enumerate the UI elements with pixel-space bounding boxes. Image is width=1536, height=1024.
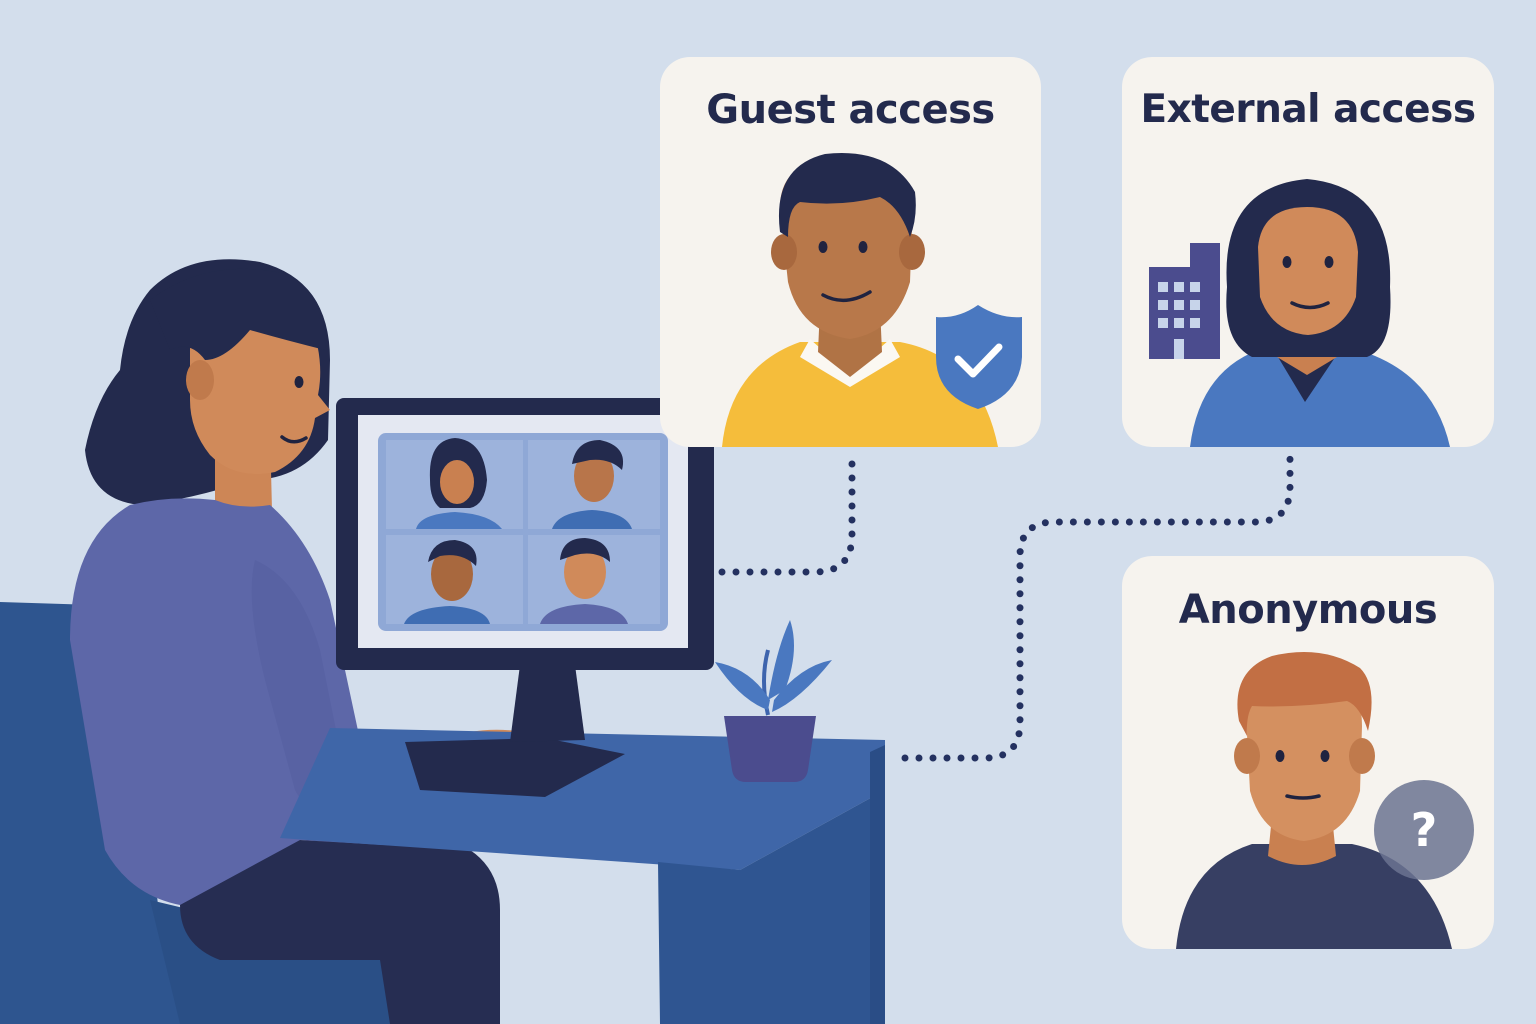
card-anonymous: Anonymous ? [1122, 556, 1494, 949]
shield-check-icon [936, 305, 1022, 409]
guest-person-illustration [722, 153, 998, 447]
card-external-access: External access [1122, 57, 1494, 447]
monitor [336, 398, 714, 742]
building-icon [1149, 243, 1220, 359]
question-mark-icon [1374, 780, 1474, 880]
card-title-external: External access [1140, 87, 1476, 132]
connector-guest [718, 452, 856, 576]
card-guest-access: Guest access [660, 57, 1041, 447]
connector-external-anonymous [901, 452, 1294, 762]
card-title-guest: Guest access [706, 87, 995, 133]
question-badge: ? [1410, 803, 1438, 857]
card-title-anonymous: Anonymous [1178, 587, 1438, 633]
plant [715, 620, 832, 782]
keyboard [405, 738, 625, 797]
external-person-illustration [1190, 179, 1450, 447]
anonymous-person-illustration [1176, 652, 1452, 949]
